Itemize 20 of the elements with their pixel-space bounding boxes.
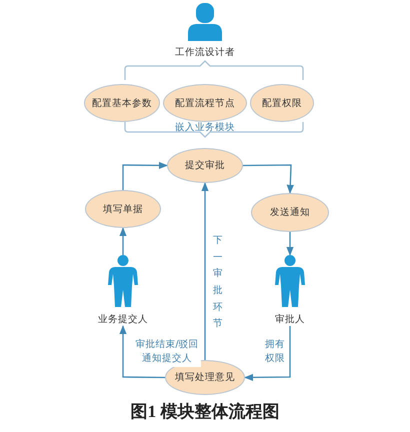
node-label: 配置流程节点 — [175, 96, 235, 110]
arrow — [244, 326, 291, 382]
person-label: 工作流设计者 — [175, 46, 235, 59]
node-label: 填写处理意见 — [175, 371, 235, 384]
node-label: 配置基本参数 — [92, 96, 152, 110]
arrow — [119, 325, 165, 378]
figure-caption: 图1 模块整体流程图 — [130, 401, 280, 423]
person-label: 审批人 — [275, 313, 305, 326]
person-label: 业务提交人 — [98, 313, 148, 326]
arrow — [201, 182, 209, 360]
node-label: 提交审批 — [185, 159, 225, 172]
arrow — [122, 162, 168, 190]
arrow — [119, 227, 127, 255]
node-label: 发送通知 — [270, 206, 310, 219]
arrow — [243, 164, 294, 194]
node-label: 填写单据 — [103, 202, 143, 216]
arrow — [286, 232, 294, 256]
edge-label: 审批结束/驳回通知提交人 — [133, 338, 201, 366]
bracket-label: 嵌入业务模块 — [174, 121, 236, 134]
node-label: 配置权限 — [262, 96, 302, 110]
